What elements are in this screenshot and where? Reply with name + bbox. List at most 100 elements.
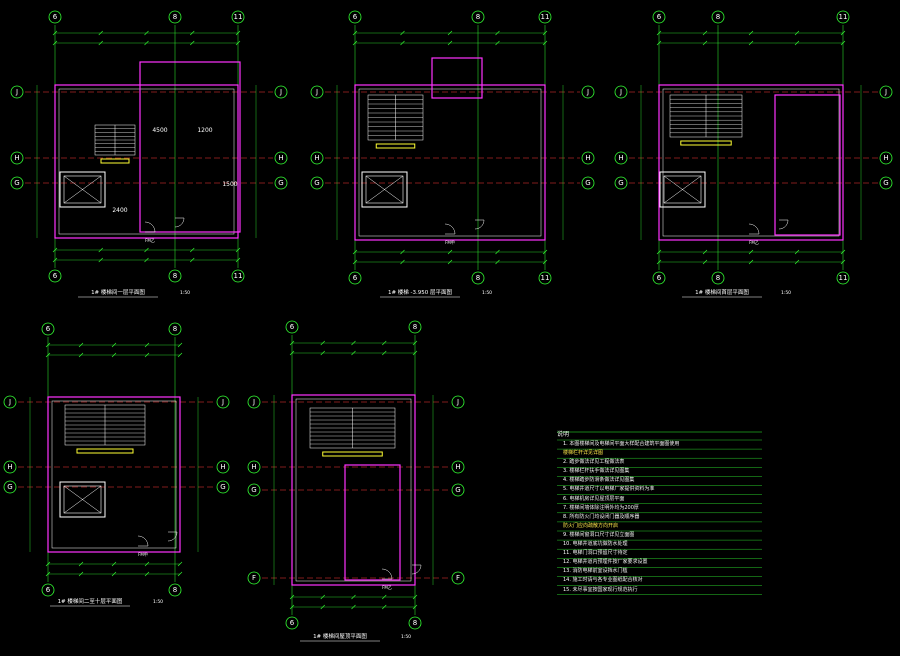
dimension-tick — [351, 594, 356, 600]
dimension-tick — [656, 30, 662, 36]
wall — [774, 94, 841, 236]
plan-scale: 1:50 — [482, 290, 492, 296]
axis-bubble-left-text: G — [314, 179, 319, 187]
dimension-tick — [289, 350, 295, 356]
stair-landing — [680, 140, 732, 146]
dimension-tick — [235, 30, 241, 36]
axis-bubble-top-text: 8 — [413, 323, 417, 331]
axis-bubble-bottom — [348, 271, 362, 285]
note-item: 7. 楼梯间墙体除注明外均为200厚 — [563, 504, 763, 513]
axis-bubble-top — [285, 320, 299, 334]
axis-bubble-right — [274, 176, 288, 190]
door-swing — [474, 219, 485, 230]
door-swing — [748, 223, 760, 235]
axis-bubble-left-text: J — [315, 88, 318, 96]
axis-bubble-bottom — [231, 269, 245, 283]
dimension-tick — [542, 249, 548, 255]
note-item: 1. 本图楼梯间及电梯间平面大样配合建筑平面图使用 — [563, 440, 763, 449]
elevator-shaft — [59, 171, 106, 208]
dimension-tick — [656, 259, 662, 265]
elevator-cross — [365, 175, 404, 204]
elevator-car — [365, 175, 404, 204]
note-item: 13. 消防电梯前室设挡水门槛 — [563, 567, 763, 576]
note-item: 9. 楼梯间窗洞口尺寸详见立面图 — [563, 531, 763, 540]
dimension-tick — [352, 30, 358, 36]
dimension-tick — [45, 352, 51, 358]
axis-bubble-right — [216, 460, 230, 474]
door-swing — [137, 535, 149, 547]
note-item: 3. 楼梯栏杆扶手做法详见图集 — [563, 467, 763, 476]
wall — [47, 396, 181, 553]
axis-bubble-bottom — [48, 269, 62, 283]
note-text: 所有防火门均设闭门器及顺序器 — [569, 513, 640, 520]
axis-bubble-right-text: G — [585, 179, 590, 187]
note-text: 楼梯栏杆详见详图 — [563, 450, 604, 457]
axis-bubble-top-text: 6 — [46, 325, 51, 333]
axis-bubble-right-text: J — [221, 398, 224, 406]
axis-bubble-bottom-text: 8 — [476, 274, 480, 282]
dimension-tick — [702, 40, 708, 46]
dimension-tick — [190, 247, 195, 253]
axis-bubble-bottom-text: 6 — [46, 586, 51, 594]
dimension-tick — [111, 571, 117, 577]
dimension-tick — [144, 571, 150, 577]
axis-bubble-top — [168, 322, 182, 336]
door-tag: FM乙 — [749, 239, 759, 245]
dimension-tick — [382, 350, 387, 356]
axis-bubble-left — [3, 480, 17, 494]
dimension-tick — [794, 249, 800, 255]
axis-bubble-left — [10, 85, 24, 99]
door-swing — [381, 568, 393, 580]
axis-bubble-top — [348, 10, 362, 24]
dimension-tick — [190, 40, 195, 46]
note-text: 楼梯栏杆扶手做法详见图集 — [569, 468, 630, 475]
axis-bubble-right — [581, 176, 595, 190]
note-item: 8. 所有防火门均设闭门器及顺序器 — [563, 513, 763, 522]
dimension-tick — [542, 259, 548, 265]
axis-bubble-top — [41, 322, 55, 336]
dimension-tick — [840, 40, 846, 46]
dimension-tick — [495, 249, 500, 255]
dimension-tick — [794, 40, 800, 46]
note-text: 楼梯踏步防滑条做法详见图集 — [569, 477, 635, 484]
dimension-tick — [111, 352, 117, 358]
axis-bubble-top — [231, 10, 245, 24]
dimension-tick — [98, 40, 103, 46]
dimension-tick — [352, 40, 358, 46]
inner-wall — [662, 88, 840, 237]
note-number: 10. — [563, 541, 573, 548]
axis-bubble-right — [879, 151, 893, 165]
axis-bubble-left — [614, 85, 628, 99]
axis-bubble-left — [310, 151, 324, 165]
axis-bubble-top-text: 8 — [173, 325, 177, 333]
door-swing — [444, 223, 456, 235]
axis-bubble-left-text: H — [618, 154, 623, 162]
note-text: 电梯井道内预埋件按厂家要求设置 — [572, 559, 648, 566]
dimension-tick — [382, 594, 387, 600]
axis-bubble-left-text: J — [252, 398, 255, 406]
axis-bubble-left — [247, 571, 261, 585]
axis-bubble-top-text: 11 — [839, 13, 848, 21]
axis-bubble-bottom-text: 6 — [657, 274, 662, 282]
axis-bubble-left — [10, 151, 24, 165]
door-tag: FM甲 — [138, 552, 148, 557]
note-number: 3. — [563, 468, 570, 475]
elevator-shaft — [361, 171, 408, 208]
note-item: 14. 施工时请与各专业图纸配合核对 — [563, 576, 763, 585]
dimension-tick — [447, 249, 453, 255]
dimension-tick — [235, 257, 241, 263]
axis-bubble-left-text: G — [14, 179, 19, 187]
dimension-tick — [144, 561, 150, 567]
note-number: 6. — [563, 495, 570, 502]
note-item: 6. 电梯机房详见屋顶层平面 — [563, 495, 763, 504]
axis-bubble-right-text: J — [456, 398, 459, 406]
inner-wall — [358, 88, 542, 237]
dimension-tick — [352, 249, 358, 255]
elevator-car — [663, 175, 702, 204]
dimension-tick — [320, 594, 325, 600]
note-number: 8. — [563, 513, 570, 520]
dimension-tick — [400, 249, 405, 255]
axis-bubble-top-text: 8 — [716, 13, 720, 21]
dimension-tick — [748, 40, 754, 46]
